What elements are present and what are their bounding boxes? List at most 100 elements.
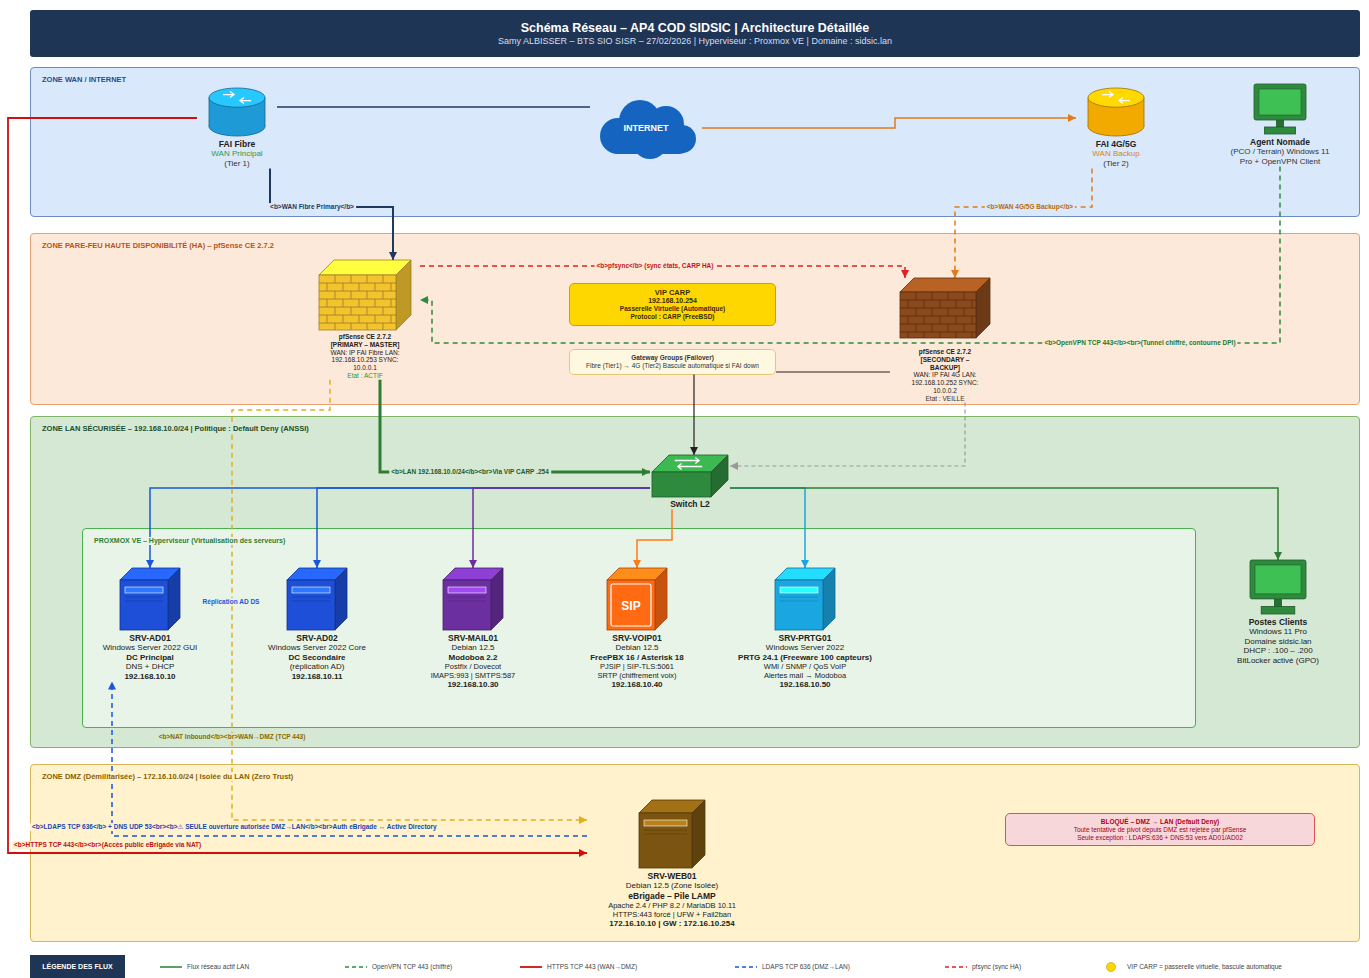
connector bbox=[380, 380, 650, 472]
node-text: SRTP (chiffrement voix) bbox=[597, 671, 676, 680]
node-text: 192.168.10.50 bbox=[779, 680, 830, 690]
legend-line bbox=[345, 966, 367, 968]
node-text: 192.168.10.30 bbox=[447, 680, 498, 690]
edge-label: <b>WAN 4G/5G Backup</b> bbox=[985, 203, 1075, 211]
node-text: Debian 12.5 (Zone Isolée) bbox=[626, 881, 719, 891]
diagram-caption: Samy ALBISSER – BTS SIO SISR – 27/02/202… bbox=[498, 36, 892, 48]
legend-sample bbox=[945, 962, 967, 972]
legend-line bbox=[520, 966, 542, 968]
node-title: Switch L2 bbox=[670, 499, 710, 509]
gateway-box: Gateway Groups (Failover)Fibre (Tier1) →… bbox=[569, 349, 776, 375]
node-title: SRV-WEB01 bbox=[648, 871, 697, 881]
wan-zone: ZONE WAN / INTERNETFAI FibreWAN Principa… bbox=[30, 67, 1360, 217]
connector bbox=[317, 488, 650, 568]
node-text: 172.16.10.10 | GW : 172.16.10.254 bbox=[609, 919, 734, 929]
firewall-zone: ZONE PARE-FEU HAUTE DISPONIBILITÉ (HA) –… bbox=[30, 233, 1360, 405]
router-icon bbox=[1088, 88, 1144, 136]
zone-title: ZONE PARE-FEU HAUTE DISPONIBILITÉ (HA) –… bbox=[39, 241, 277, 250]
edge-label: <b>pfsync</b> (sync états, CARP HA) bbox=[595, 262, 716, 270]
node-text: (réplication AD) bbox=[290, 662, 345, 672]
node-title: SRV-VOIP01 bbox=[612, 633, 661, 643]
node-text: Windows Server 2022 GUI bbox=[103, 643, 198, 653]
node-text: Etat : VEILLE bbox=[925, 395, 964, 403]
connector bbox=[8, 118, 587, 853]
vip-box: VIP CARP192.168.10.254Passerelle Virtuel… bbox=[569, 283, 776, 326]
edge-label: <b>NAT Inbound</b><br>WAN→DMZ (TCP 443) bbox=[157, 733, 308, 741]
server-node: SRV-PRTG01Windows Server 2022PRTG 24.1 (… bbox=[715, 568, 895, 690]
connector bbox=[730, 403, 965, 466]
node-title: pfSense CE 2.7.2 [SECONDARY – BACKUP] bbox=[905, 348, 985, 371]
legend-item: OpenVPN TCP 443 (chiffré) bbox=[345, 955, 452, 978]
icon-shape bbox=[900, 278, 990, 338]
node-text: Windows Server 2022 Core bbox=[268, 643, 366, 653]
legend-text: HTTPS TCP 443 (WAN→DMZ) bbox=[547, 963, 637, 971]
legend-text: pfsync (sync HA) bbox=[972, 963, 1021, 971]
edge-label: <b>OpenVPN TCP 443</b><br>(Tunnel chiffr… bbox=[1042, 339, 1237, 347]
legend-sample bbox=[345, 962, 367, 972]
legend-sample bbox=[160, 962, 182, 972]
node-title: SRV-MAIL01 bbox=[448, 633, 498, 643]
node-text: PRTG 24.1 (Freeware 100 capteurs) bbox=[738, 653, 872, 663]
node-text: Postfix / Dovecot bbox=[445, 662, 501, 671]
node-text: 192.168.10.11 bbox=[292, 672, 343, 682]
node-title: INTERNET bbox=[624, 123, 669, 134]
node-title: pfSense CE 2.7.2 [PRIMARY – MASTER] bbox=[325, 333, 405, 349]
node-text: Apache 2.4 / PHP 8.2 / MariaDB 10.11 bbox=[608, 901, 736, 910]
legend-text: Flux réseau actif LAN bbox=[187, 963, 249, 971]
switch-node: Switch L2 bbox=[650, 455, 730, 509]
node-text: Modoboa 2.2 bbox=[449, 653, 498, 663]
title-bar: Schéma Réseau – AP4 COD SIDSIC | Archite… bbox=[30, 10, 1360, 57]
icon-shape bbox=[775, 568, 835, 630]
node-text: WAN Backup bbox=[1092, 149, 1139, 159]
node-text: DNS + DHCP bbox=[126, 662, 175, 672]
node-text: Debian 12.5 bbox=[615, 643, 658, 653]
connector-group bbox=[8, 107, 1280, 853]
node-text: DC Secondaire bbox=[289, 653, 346, 663]
router-node: FAI 4G/5GWAN Backup(Tier 2) bbox=[1076, 88, 1156, 168]
node-text: IMAPS:993 | SMTPS:587 bbox=[431, 671, 516, 680]
icon-shape bbox=[1254, 84, 1306, 134]
icon-shape bbox=[209, 88, 265, 136]
legend-item: Flux réseau actif LAN bbox=[160, 955, 249, 978]
firewall-node: pfSense CE 2.7.2 [PRIMARY – MASTER]WAN: … bbox=[310, 260, 420, 380]
node-text: Toute tentative de pivot depuis DMZ est … bbox=[1012, 826, 1308, 834]
internet-cloud: INTERNET bbox=[590, 96, 702, 160]
lan-zone: ZONE LAN SÉCURISÉE – 192.168.10.0/24 | P… bbox=[30, 416, 1360, 748]
legend-heading: LÉGENDE DES FLUX bbox=[30, 955, 125, 978]
firewall-node: pfSense CE 2.7.2 [SECONDARY – BACKUP]WAN… bbox=[890, 278, 1000, 403]
connector bbox=[232, 380, 587, 820]
server-icon bbox=[639, 800, 705, 868]
node-text: Windows Server 2022 bbox=[766, 643, 844, 653]
voip-icon bbox=[607, 568, 667, 630]
connector bbox=[277, 106, 590, 108]
server-icon bbox=[287, 568, 347, 630]
node-title: Gateway Groups (Failover) bbox=[576, 354, 769, 362]
monitor-icon bbox=[1250, 560, 1306, 614]
icon-shape bbox=[120, 568, 180, 630]
node-text: Passerelle Virtuelle (Automatique) bbox=[576, 305, 769, 313]
legend-sample bbox=[735, 962, 757, 972]
node-text: (Tier 1) bbox=[224, 159, 249, 169]
server-node: SRV-AD01Windows Server 2022 GUIDC Princi… bbox=[95, 568, 205, 682]
node-text: 192.168.10.40 bbox=[611, 680, 662, 690]
legend-sample bbox=[1100, 962, 1122, 972]
edge-label: <b>WAN Fibre Primary</b> bbox=[268, 203, 356, 211]
node-text: Debian 12.5 bbox=[451, 643, 494, 653]
node-text: Domaine sidsic.lan bbox=[1244, 637, 1311, 647]
node-text: FreePBX 16 / Asterisk 18 bbox=[590, 653, 684, 663]
node-text: PJSIP | SIP-TLS:5061 bbox=[600, 662, 674, 671]
zone-title: ZONE LAN SÉCURISÉE – 192.168.10.0/24 | P… bbox=[39, 424, 312, 433]
diagram-title: Schéma Réseau – AP4 COD SIDSIC | Archite… bbox=[521, 20, 870, 36]
node-text: WMI / SNMP / QoS VoIP bbox=[764, 662, 846, 671]
monitor-icon bbox=[1254, 84, 1306, 134]
node-title: FAI Fibre bbox=[219, 139, 255, 149]
icon-shape bbox=[319, 260, 411, 330]
router-icon bbox=[209, 88, 265, 136]
node-text: (Tier 2) bbox=[1103, 159, 1128, 169]
legend-text: LDAPS TCP 636 (DMZ→LAN) bbox=[762, 963, 850, 971]
connector bbox=[730, 488, 1278, 560]
connector bbox=[420, 166, 1280, 343]
zone-title: ZONE DMZ (Démilitarisée) – 172.16.10.0/2… bbox=[39, 772, 296, 781]
